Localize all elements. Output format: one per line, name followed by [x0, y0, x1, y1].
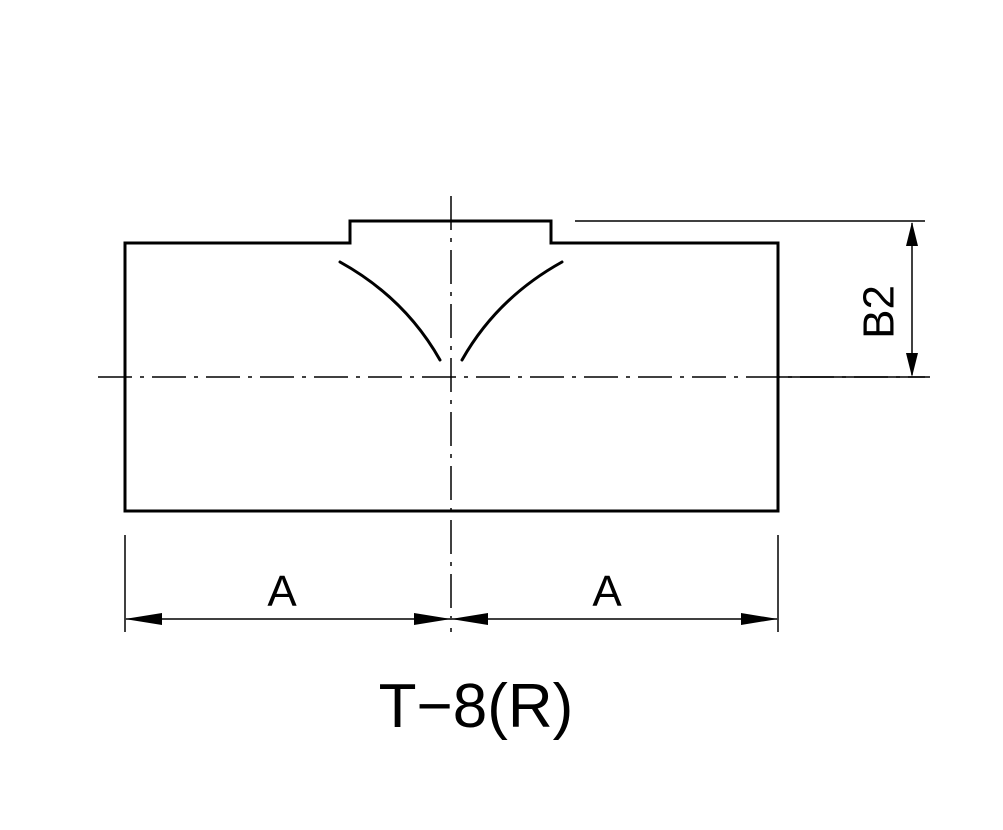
part-outline: [123, 219, 780, 513]
b2-arrow-top: [906, 222, 918, 246]
b2-label: B2: [855, 285, 904, 339]
a-right-label: A: [592, 567, 622, 616]
drawing-caption: T−8(R): [379, 672, 574, 741]
right-groove-curve: [460, 260, 564, 362]
a-left-label: A: [267, 567, 297, 616]
b2-arrow-bottom: [906, 353, 918, 377]
a-right-arrow-end: [741, 613, 778, 625]
a-right-arrow-start: [451, 613, 488, 625]
left-groove-curve: [338, 260, 442, 362]
a-left-arrow-end: [414, 613, 451, 625]
a-left-arrow-start: [125, 613, 162, 625]
